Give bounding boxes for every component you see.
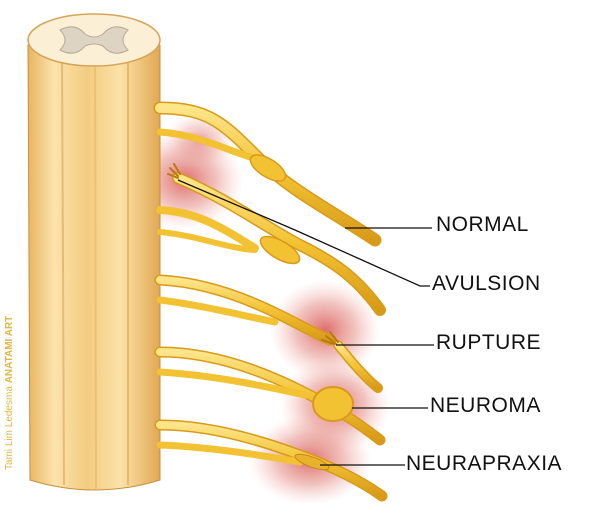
label-neurapraxia: NEURAPRAXIA xyxy=(406,452,562,476)
neuroma-mass xyxy=(313,387,353,421)
label-neuroma: NEUROMA xyxy=(430,394,541,418)
credit-studio: ANATAMI ART xyxy=(4,316,15,384)
spinal-cord xyxy=(28,14,160,490)
label-rupture: RUPTURE xyxy=(436,331,541,355)
label-avulsion: AVULSION xyxy=(432,272,541,296)
artist-credit: Tami Lim Ledesma ANATAMI ART xyxy=(4,316,15,470)
credit-artist: Tami Lim Ledesma xyxy=(4,386,15,470)
label-normal: NORMAL xyxy=(436,213,529,237)
